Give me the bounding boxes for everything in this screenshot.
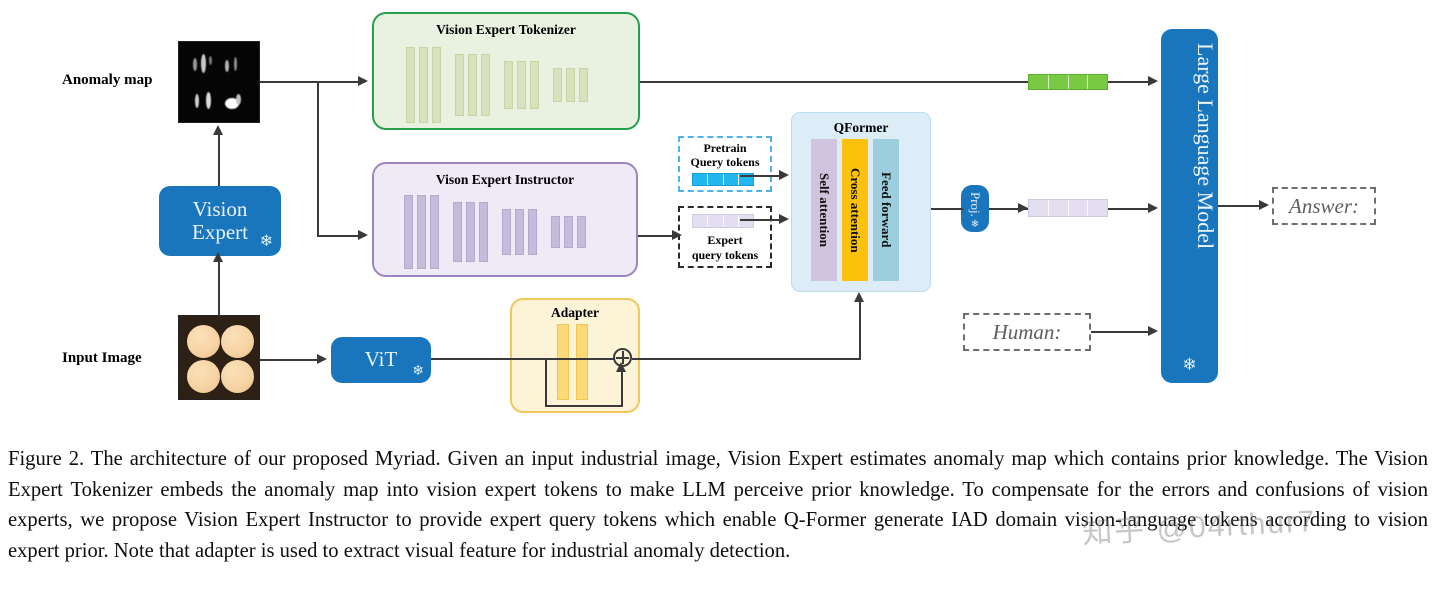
- instructor-conv-bars: [374, 194, 636, 270]
- human-prompt-label: Human:: [992, 319, 1062, 344]
- edge-llm-to-answer: [1218, 205, 1266, 208]
- edge-vision-expert-to-anomaly-map: [218, 132, 221, 186]
- answer-label: Answer:: [1289, 193, 1359, 218]
- edge-arrowhead: [1259, 200, 1269, 210]
- edge-arrowhead: [358, 76, 368, 86]
- vision-expert-tokenizer-block: Vision Expert Tokenizer: [372, 12, 640, 130]
- edge-instructor-to-expert-tokens: [638, 235, 678, 238]
- vision-expert-tokens-bar: [1028, 74, 1108, 90]
- pretrain-query-token-bar: [692, 173, 754, 186]
- adapter-bar-2: [576, 324, 588, 400]
- expert-query-tokens-label-line2: query tokens: [691, 248, 759, 262]
- tokenizer-conv-bars: [374, 46, 638, 124]
- adapter-skip-down: [545, 358, 548, 407]
- edge-arrowhead: [779, 170, 789, 180]
- vision-expert-instructor-block: Vison Expert Instructor: [372, 162, 638, 277]
- anomaly-map-label: Anomaly map: [62, 72, 153, 88]
- qformer-feed-forward-column: Feed forward: [873, 139, 899, 281]
- anomaly-map-thumbnail: [178, 41, 260, 123]
- proj-label: Proj.: [968, 191, 984, 217]
- cross-attention-label: Cross attention: [848, 167, 863, 253]
- feed-forward-label: Feed forward: [879, 172, 894, 248]
- edge-vit-to-adapter: [431, 358, 531, 361]
- edge-arrowhead: [317, 354, 327, 364]
- figure-caption: Figure 2. The architecture of our propos…: [8, 448, 1428, 562]
- edge-arrowhead: [779, 214, 789, 224]
- edge-projected-tokens-to-llm: [1108, 208, 1155, 211]
- snowflake-icon: ❄: [412, 364, 424, 379]
- llm-label: Large Language Model: [1193, 43, 1218, 250]
- edge-input-to-vit: [260, 359, 323, 362]
- edge-anomaly-branch-down: [317, 81, 320, 237]
- vision-expert-module[interactable]: Vision Expert ❄: [159, 186, 281, 256]
- expert-query-tokens-label-line1: Expert: [707, 233, 743, 247]
- edge-arrowhead: [854, 292, 864, 302]
- qformer-cross-attention-column: Cross attention: [842, 139, 868, 281]
- answer-box[interactable]: Answer:: [1272, 187, 1376, 225]
- vision-expert-label-line2: Expert: [192, 220, 248, 244]
- expert-query-token-bar: [692, 214, 754, 228]
- edge-arrowhead: [1148, 76, 1158, 86]
- edge-arrowhead: [1148, 326, 1158, 336]
- projection-module[interactable]: Proj. ❄: [961, 185, 989, 232]
- qformer-block: QFormer Self attention Cross attention F…: [791, 112, 931, 292]
- edge-arrowhead: [358, 230, 368, 240]
- plus-circle-icon: [613, 348, 632, 367]
- vit-label: ViT: [364, 347, 398, 372]
- self-attention-label: Self attention: [817, 172, 832, 248]
- adapter-title: Adapter: [551, 305, 599, 320]
- snowflake-icon: ❄: [1182, 355, 1197, 374]
- snowflake-icon: ❄: [259, 233, 273, 250]
- edge-qformer-to-proj: [931, 208, 963, 211]
- qformer-self-attention-column: Self attention: [811, 139, 837, 281]
- human-prompt-box[interactable]: Human:: [963, 313, 1091, 351]
- edge-arrowhead: [213, 252, 223, 262]
- adapter-skip-arrowhead: [616, 362, 626, 372]
- edge-adapter-internal: [531, 358, 615, 361]
- edge-expert-tokens-to-qformer: [740, 219, 785, 222]
- input-image-thumbnail: [178, 315, 260, 400]
- edge-adapter-to-qformer-v: [859, 300, 862, 358]
- pretrain-query-tokens-label-line2: Query tokens: [690, 155, 760, 169]
- edge-tokenizer-to-tokens: [640, 81, 1028, 84]
- edge-adapter-to-qformer-h: [632, 358, 861, 361]
- edge-proj-to-tokens: [989, 208, 1028, 211]
- edge-arrowhead: [1148, 203, 1158, 213]
- expert-query-tokens-box: Expert query tokens: [678, 206, 772, 268]
- snowflake-icon: ❄: [970, 219, 980, 230]
- edge-arrowhead: [1018, 203, 1028, 213]
- projected-vision-language-tokens-bar: [1028, 199, 1108, 217]
- architecture-diagram: Anomaly map Input Image Vision Expert ❄ …: [62, 12, 1376, 413]
- edge-human-to-llm: [1091, 331, 1155, 334]
- qformer-title: QFormer: [833, 120, 889, 135]
- adapter-skip-up: [621, 370, 624, 407]
- pretrain-query-tokens-label-line1: Pretrain: [703, 141, 747, 155]
- edge-tokens-to-llm: [1108, 81, 1155, 84]
- large-language-model-module[interactable]: Large Language Model ❄: [1161, 29, 1218, 383]
- vision-expert-instructor-title: Vison Expert Instructor: [435, 172, 575, 187]
- edge-arrowhead: [213, 125, 223, 135]
- edge-pretrain-tokens-to-qformer: [740, 175, 785, 178]
- vision-expert-tokenizer-title: Vision Expert Tokenizer: [436, 22, 576, 37]
- edge-input-to-vision-expert: [218, 258, 221, 316]
- edge-anomaly-map-out: [260, 81, 365, 84]
- edge-arrowhead: [672, 230, 682, 240]
- vision-expert-label-line1: Vision: [192, 196, 248, 221]
- adapter-bar-1: [557, 324, 569, 400]
- pretrain-query-tokens-box: Pretrain Query tokens: [678, 136, 772, 192]
- edge-anomaly-branch-to-instructor: [317, 235, 365, 238]
- vit-module[interactable]: ViT ❄: [331, 337, 431, 383]
- adapter-skip-bottom: [545, 405, 623, 408]
- input-image-label: Input Image: [62, 350, 142, 366]
